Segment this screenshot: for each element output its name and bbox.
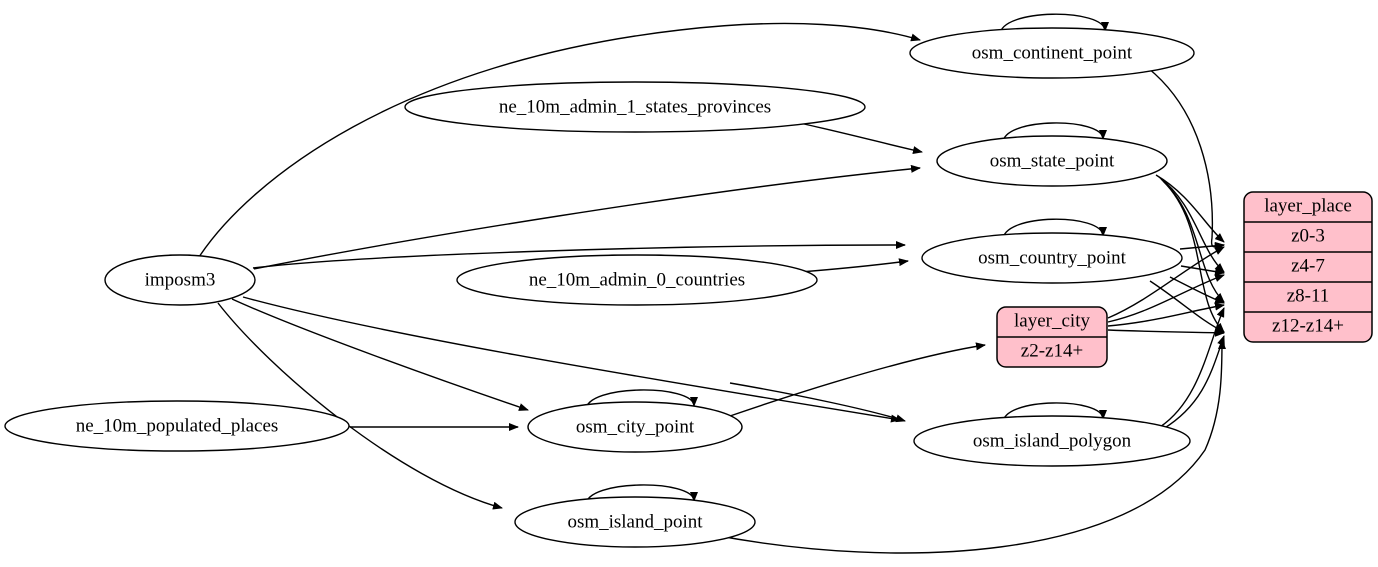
- node-ne_states-shape[interactable]: [404, 81, 866, 133]
- layer_place-row-title: layer_place: [1264, 195, 1352, 216]
- edge-osm_state_point-to-layer_place-z12_z14: [1162, 180, 1225, 333]
- node-osm_continent_point-label: osm_continent_point: [972, 42, 1133, 63]
- edge-layer_city-to-layer_place-z12_z14: [1107, 328, 1225, 337]
- edge-osm_country_point-to-layer_place-z8_11: [1169, 276, 1225, 304]
- edge-imposm3-to-osm_continent_point: [198, 22, 921, 258]
- node-osm_city_point[interactable]: osm_city_point: [527, 401, 743, 453]
- node-osm_island_point-label: osm_island_point: [567, 511, 703, 532]
- edge-ne_states-to-osm_state_point: [794, 121, 923, 154]
- edge-osm_island_polygon-to-layer_place-z12_z14: [1162, 335, 1225, 430]
- edge-layer_city-to-layer_place-z8_11: [1107, 302, 1225, 327]
- edge-osm_island_polygon-to-layer_place-z8_11: [1159, 307, 1225, 428]
- edge-osm_island_point-to-layer_place-z12_z14: [713, 339, 1226, 554]
- edge-selfloop-osm_country_point: [1002, 218, 1107, 241]
- edge-selfloop-osm_island_point: [585, 484, 698, 506]
- node-osm_continent_point[interactable]: osm_continent_point: [909, 27, 1195, 79]
- nodes-layer: imposm3 ne_10m_admin_1_states_provinces …: [4, 27, 1373, 548]
- layer_place-row-z12-z14plus[interactable]: z12-z14+: [1272, 315, 1344, 336]
- edge-selfloop-osm_city_point: [585, 389, 698, 411]
- edge-osm_country_point-to-layer_place-z4_7: [1180, 265, 1225, 276]
- edge-imposm3-to-osm_city_point: [231, 298, 529, 411]
- node-osm_island_point-shape[interactable]: [514, 496, 756, 548]
- edge-imposm3-to-osm_state_point: [253, 164, 921, 270]
- edge-selfloop-osm_state_point: [1002, 122, 1107, 144]
- edge-ne_countries-to-osm_country_point: [799, 258, 909, 273]
- node-osm_island_polygon[interactable]: osm_island_polygon: [913, 415, 1191, 467]
- node-osm_country_point-label: osm_country_point: [978, 247, 1126, 268]
- node-osm_continent_point-shape[interactable]: [909, 27, 1195, 79]
- node-layer_city[interactable]: layer_city z2-z14+: [996, 306, 1108, 368]
- node-osm_island_point[interactable]: osm_island_point: [514, 496, 756, 548]
- node-osm_state_point-label: osm_state_point: [990, 150, 1115, 171]
- layer_place-row-z8-11[interactable]: z8-11: [1287, 285, 1330, 306]
- node-osm_country_point-shape[interactable]: [921, 232, 1183, 284]
- edge-osm_state_point-to-layer_place-z4_7: [1158, 176, 1225, 273]
- node-ne_10m_admin_0_countries[interactable]: ne_10m_admin_0_countries: [456, 254, 818, 306]
- edge-layer_city-to-layer_place-z0_3: [1107, 246, 1225, 319]
- layer_city-row-title: layer_city: [1014, 310, 1090, 331]
- node-osm_island_polygon-shape[interactable]: [913, 415, 1191, 467]
- edge-osm_state_point-to-layer_place-z0_3: [1155, 174, 1225, 243]
- node-osm_state_point-shape[interactable]: [936, 135, 1168, 187]
- edge-osm_country_point-to-layer_place-z0_3: [1179, 241, 1225, 250]
- edge-layer_city-to-layer_place-z4_7: [1107, 274, 1225, 323]
- node-imposm3[interactable]: imposm3: [104, 254, 256, 306]
- node-osm_country_point[interactable]: osm_country_point: [921, 232, 1183, 284]
- node-ne_populated-shape[interactable]: [4, 400, 350, 452]
- node-layer_place-box[interactable]: [1243, 191, 1373, 343]
- edge-layer_city-to-osm_city_point: [729, 382, 906, 423]
- node-imposm3-label: imposm3: [145, 269, 216, 290]
- node-osm_city_point-shape[interactable]: [527, 401, 743, 453]
- edge-imposm3-to-osm_island_polygon: [242, 296, 901, 423]
- node-ne_countries-shape[interactable]: [456, 254, 818, 306]
- edges-layer: [198, 13, 1226, 554]
- edge-selfloop-osm_continent_point: [999, 13, 1109, 36]
- edge-osm_state_point-to-layer_place-z8_11: [1160, 178, 1225, 303]
- layer_place-row-z0-3[interactable]: z0-3: [1291, 225, 1325, 246]
- node-osm_city_point-label: osm_city_point: [576, 416, 695, 437]
- edge-imposm3-to-osm_country_point: [252, 241, 906, 269]
- node-imposm3-shape[interactable]: [104, 254, 256, 306]
- node-ne_states-label: ne_10m_admin_1_states_provinces: [499, 96, 771, 117]
- node-layer_place[interactable]: layer_place z0-3 z4-7 z8-11 z12-z14+: [1243, 191, 1373, 343]
- node-ne_countries-label: ne_10m_admin_0_countries: [529, 269, 745, 290]
- edge-selfloop-osm_island_polygon: [1002, 402, 1107, 424]
- node-ne_10m_populated_places[interactable]: ne_10m_populated_places: [4, 400, 350, 452]
- node-ne_populated-label: ne_10m_populated_places: [76, 415, 279, 436]
- edge-osm_city_point-to-layer_city: [729, 342, 986, 417]
- layer_city-row-z2-z14plus[interactable]: z2-z14+: [1021, 340, 1083, 361]
- node-osm_island_polygon-label: osm_island_polygon: [973, 430, 1132, 451]
- layer_place-row-z4-7[interactable]: z4-7: [1291, 255, 1325, 276]
- node-ne_10m_admin_1_states_provinces[interactable]: ne_10m_admin_1_states_provinces: [404, 81, 866, 133]
- node-osm_state_point[interactable]: osm_state_point: [936, 135, 1168, 187]
